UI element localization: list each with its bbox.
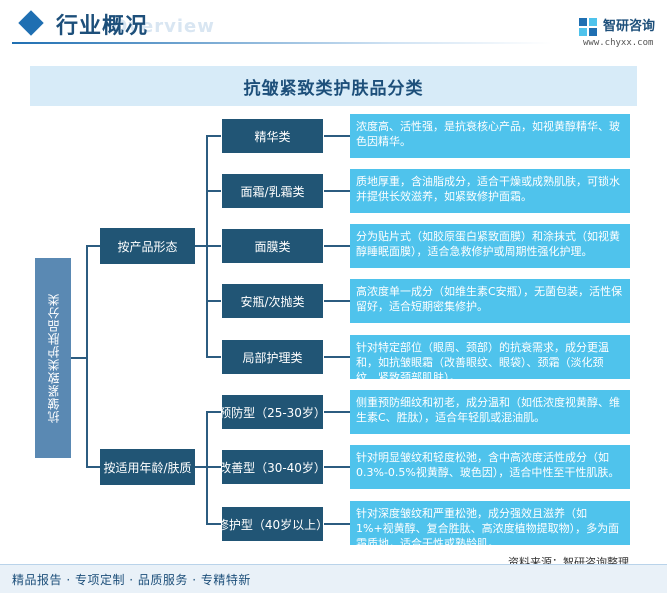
connector-branch [206,466,221,468]
connector-root-to-group-0 [86,245,100,247]
connector-to-desc [324,135,350,137]
logo-name: 智研咨询 [603,19,656,34]
connector-root-to-group-1 [86,466,100,468]
connector-branch [206,135,221,137]
category-node-cream: 面霜/乳霜类 [221,173,324,209]
connector-to-desc [324,466,350,468]
group-node-age-skin: 按适用年龄/肤质 [100,449,195,485]
category-node-local-care: 局部护理类 [221,339,324,375]
description-repair: 针对深度皱纹和严重松弛，成分强效且滋养（如1%+视黄醇、复合胜肽、高浓度植物提取… [350,501,630,545]
connector-group-1-trunk [195,466,207,468]
connector-branch [206,190,221,192]
category-node-preventive: 预防型（25-30岁） [221,394,324,430]
connector-to-desc [324,356,350,358]
connector-root-vertical [86,245,88,467]
description-improving: 针对明显皱纹和轻度松弛，含中高浓度活性成分（如0.3%-0.5%视黄醇、玻色因）… [350,445,630,489]
description-preventive: 侧重预防细纹和初老，成分温和（如低浓度视黄醇、维生素C、胜肽），适合年轻肌或混油… [350,390,630,434]
description-mask: 分为贴片式（如胶原蛋白紧致面膜）和涂抹式（如视黄醇睡眠面膜），适合急救修护或周期… [350,224,630,268]
connector-group-0-trunk [195,245,207,247]
page-footer: 精品报告 · 专项定制 · 品质服务 · 专精特新 [0,564,667,593]
page-title: 行业概况 [56,14,149,39]
connector-to-desc [324,190,350,192]
connector-to-desc [324,300,350,302]
root-node: 抗皱紧致类护肤品分类 [35,258,71,458]
connector-root-trunk [71,357,87,359]
category-node-improving: 改善型（30-40岁） [221,449,324,485]
diagram-title-bar: 抗皱紧致类护肤品分类 [30,66,637,106]
category-node-mask: 面膜类 [221,228,324,264]
description-local-care: 针对特定部位（眼周、颈部）的抗衰需求，成分更温和，如抗皱眼霜（改善眼纹、眼袋）、… [350,335,630,379]
connector-branch [206,356,221,358]
connector-branch [206,523,221,525]
category-node-ampoule: 安瓶/次抛类 [221,283,324,319]
connector-to-desc [324,523,350,525]
connector-branch [206,300,221,302]
category-node-repair: 修护型（40岁以上） [221,506,324,542]
category-node-essence: 精华类 [221,118,324,154]
header-ghost-text: Overview [112,16,215,37]
header-divider [12,42,552,44]
connector-to-desc [324,245,350,247]
connector-branch [206,245,221,247]
diamond-icon [18,10,44,36]
diagram-title: 抗皱紧致类护肤品分类 [243,78,424,99]
root-node-label: 抗皱紧致类护肤品分类 [46,293,61,423]
group-node-product-form: 按产品形态 [100,228,195,264]
footer-slogan: 精品报告 · 专项定制 · 品质服务 · 专精特新 [12,573,251,587]
description-ampoule: 高浓度单一成分（如维生素C安瓶），无菌包装，活性保留好，适合短期密集修护。 [350,279,630,323]
description-cream: 质地厚重，含油脂成分，适合干燥或成熟肌肤，可锁水并提供长效滋养，如紧致修护面霜。 [350,169,630,213]
description-essence: 浓度高、活性强，是抗衰核心产品，如视黄醇精华、玻色因精华。 [350,114,630,158]
page-header: Overview 行业概况 智研咨询 www.chyxx.com [0,0,667,52]
connector-to-desc [324,411,350,413]
logo-url: www.chyxx.com [583,38,654,48]
connector-branch [206,411,221,413]
logo-icon [579,18,597,36]
